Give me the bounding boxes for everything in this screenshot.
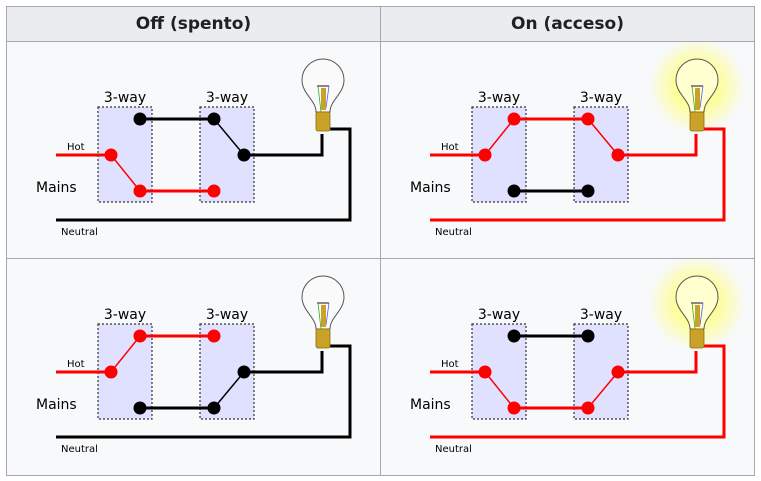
mains-label: Mains — [36, 397, 77, 413]
bulb-stem — [321, 305, 326, 327]
switch-1-top-terminal — [133, 112, 147, 126]
hot-label: Hot — [441, 359, 459, 370]
header-off: Off (spento) — [6, 6, 381, 42]
switch-1-common-terminal — [478, 148, 492, 162]
mains-label: Mains — [410, 180, 451, 196]
neutral-label: Neutral — [61, 444, 98, 455]
bulb-wire-green — [317, 302, 322, 330]
hot-label: Hot — [441, 142, 459, 153]
switch-1-common-terminal — [104, 148, 118, 162]
switch-1-lever — [484, 371, 515, 409]
switch-1-bottom-terminal — [133, 401, 147, 415]
mains-label: Mains — [410, 397, 451, 413]
neutral-wire — [56, 344, 352, 439]
switch-2-top-terminal — [581, 329, 595, 343]
switch-2-lever — [213, 371, 245, 409]
bulb-wire-blue — [325, 302, 330, 326]
bulb-stem — [321, 88, 326, 110]
bulb-base — [315, 328, 331, 349]
header-on: On (acceso) — [380, 6, 755, 42]
switch-2-bottom-terminal — [207, 184, 221, 198]
switch-2-common-terminal — [611, 365, 625, 379]
switch-2-label: 3-way — [206, 90, 248, 106]
switch-2-label: 3-way — [580, 307, 622, 323]
neutral-wire — [56, 127, 352, 222]
switch-2-top-terminal — [581, 112, 595, 126]
switch-2-bottom-terminal — [581, 401, 595, 415]
switch-1-label: 3-way — [478, 307, 520, 323]
bulb-wire-green — [691, 85, 696, 113]
bulb-wire-blue — [699, 302, 704, 326]
bulb-base — [689, 111, 705, 132]
switch-1-bottom-terminal — [507, 184, 521, 198]
switch-1-top-terminal — [507, 329, 521, 343]
switch-1-lever — [484, 118, 515, 156]
switch-1-bottom-terminal — [507, 401, 521, 415]
lamp-feed-wire — [244, 351, 324, 374]
bulb-base — [689, 328, 705, 349]
switch-1-common-terminal — [104, 365, 118, 379]
neutral-wire — [430, 344, 726, 439]
bulb-wire-green — [691, 302, 696, 330]
switch-1-lever — [110, 335, 141, 373]
neutral-label: Neutral — [435, 444, 472, 455]
switch-2-common-terminal — [237, 365, 251, 379]
neutral-label: Neutral — [435, 227, 472, 238]
switch-1-lever — [110, 154, 141, 192]
switch-1-common-terminal — [478, 365, 492, 379]
lamp-feed-wire — [244, 134, 324, 157]
switch-2-common-terminal — [237, 148, 251, 162]
mains-label: Mains — [36, 180, 77, 196]
bulb-wire-blue — [699, 85, 704, 109]
switch-1-top-terminal — [133, 329, 147, 343]
switch-2-label: 3-way — [206, 307, 248, 323]
switch-2-top-terminal — [207, 329, 221, 343]
switch-2-label: 3-way — [580, 90, 622, 106]
neutral-wire — [430, 127, 726, 222]
lamp-feed-wire — [618, 351, 698, 374]
switch-2-lever — [213, 118, 245, 156]
switch-2-common-terminal — [611, 148, 625, 162]
switch-2-bottom-terminal — [581, 184, 595, 198]
neutral-label: Neutral — [61, 227, 98, 238]
bulb-stem — [695, 88, 700, 110]
switch-2-lever — [587, 371, 619, 409]
bulb-base — [315, 111, 331, 132]
switch-2-bottom-terminal — [207, 401, 221, 415]
switch-2-lever — [587, 118, 619, 156]
switch-1-label: 3-way — [104, 90, 146, 106]
switch-1-label: 3-way — [478, 90, 520, 106]
bulb-wire-green — [317, 85, 322, 113]
bulb-wire-blue — [325, 85, 330, 109]
bulb-stem — [695, 305, 700, 327]
switch-1-bottom-terminal — [133, 184, 147, 198]
switch-1-top-terminal — [507, 112, 521, 126]
hot-label: Hot — [67, 359, 85, 370]
switch-1-label: 3-way — [104, 307, 146, 323]
switch-2-top-terminal — [207, 112, 221, 126]
lamp-feed-wire — [618, 134, 698, 157]
hot-label: Hot — [67, 142, 85, 153]
